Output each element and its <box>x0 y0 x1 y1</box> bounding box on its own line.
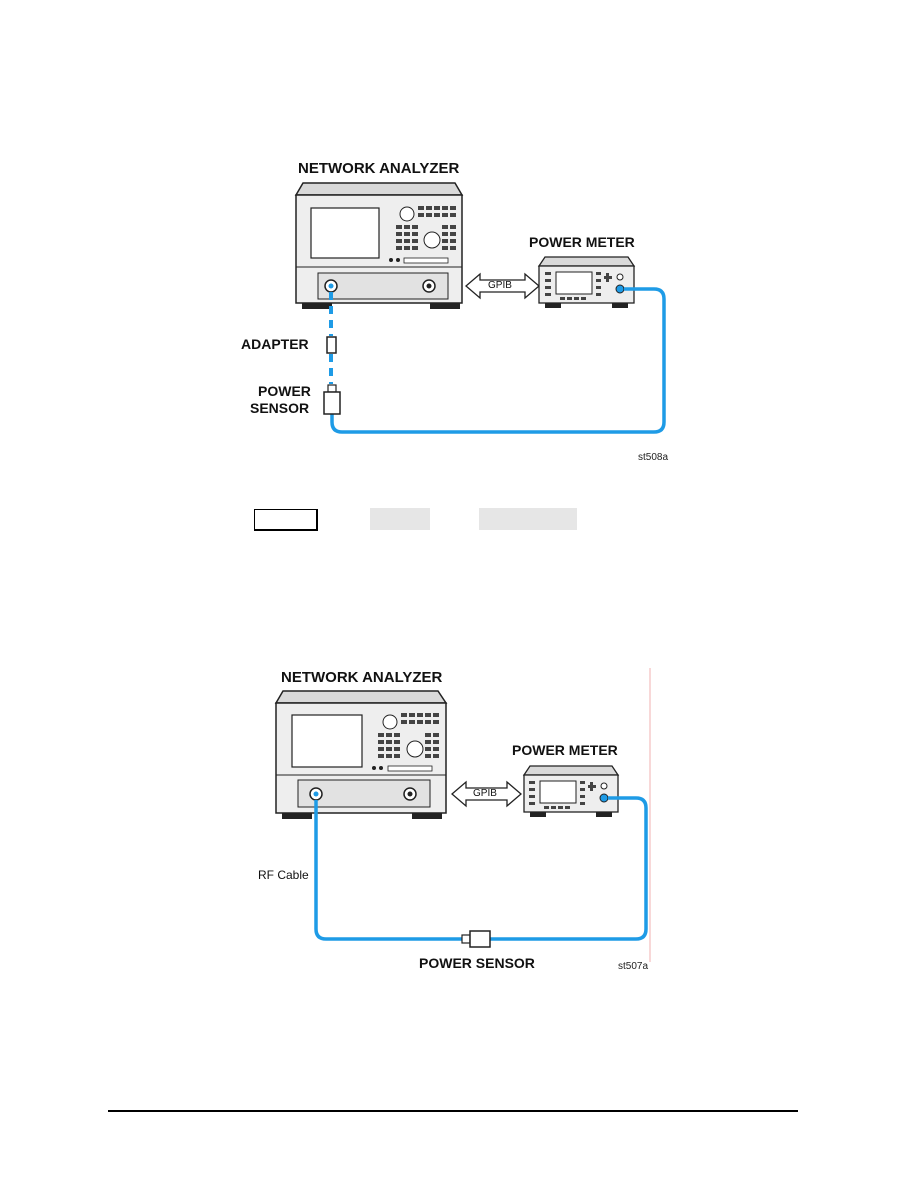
figure-id-1: st508a <box>638 452 669 463</box>
gpib-label-2: GPIB <box>473 788 497 799</box>
power-meter-label-2: POWER METER <box>512 742 618 758</box>
power-meter-label-1: POWER METER <box>529 234 635 250</box>
figure-id-2: st507a <box>618 961 649 972</box>
network-analyzer-label-2: NETWORK ANALYZER <box>281 669 443 686</box>
power-sensor-label-line1: POWER <box>258 383 311 399</box>
rf-cable-label: RF Cable <box>258 868 309 882</box>
power-sensor-1 <box>323 384 341 415</box>
power-meter-1 <box>537 256 636 308</box>
network-analyzer-label-1: NETWORK ANALYZER <box>298 160 460 177</box>
sensor-cable-2 <box>490 796 648 941</box>
softkey-box-1 <box>370 508 430 530</box>
hardkey-box <box>254 509 318 531</box>
network-analyzer-2 <box>274 690 448 819</box>
softkey-box-2 <box>479 508 577 530</box>
adapter-label: ADAPTER <box>241 336 309 352</box>
page-footer-rule <box>108 1110 798 1112</box>
adapter-1 <box>326 336 337 354</box>
power-meter-2 <box>522 765 620 817</box>
power-sensor-label-line2: SENSOR <box>250 400 310 416</box>
power-sensor-label-2: POWER SENSOR <box>419 955 535 971</box>
network-analyzer-1 <box>294 182 464 309</box>
power-sensor-2 <box>461 930 491 948</box>
rf-cable-2 <box>314 800 462 941</box>
sensor-cable-1 <box>330 287 666 434</box>
gpib-label-1: GPIB <box>488 280 512 291</box>
gpib-arrow-2 <box>451 780 522 808</box>
